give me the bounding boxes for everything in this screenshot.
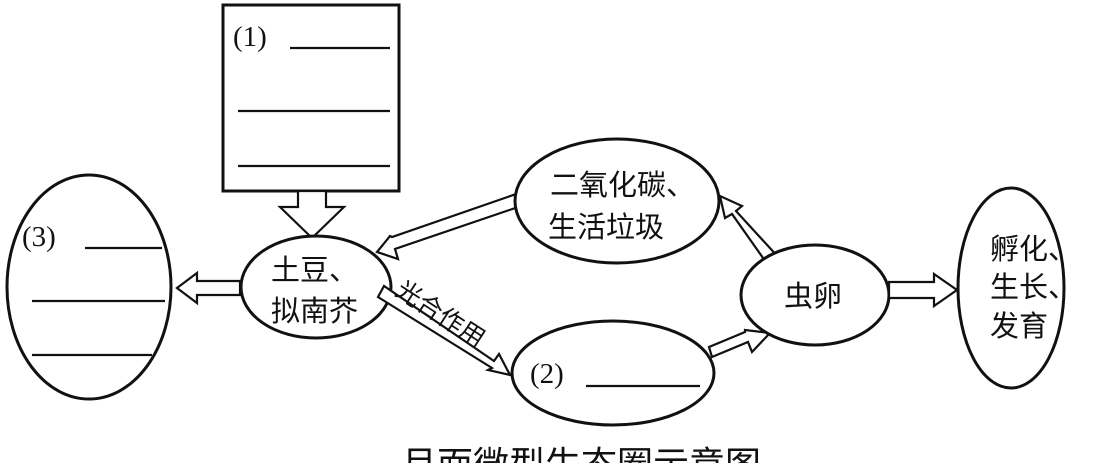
- arrow-box1-to-potato: [277, 189, 347, 240]
- oval-2: (2): [510, 319, 716, 427]
- oval-2-label: (2): [530, 358, 564, 390]
- arrow-potato-to-oval2: [376, 284, 513, 377]
- insect-eggs-label: 虫卵: [784, 279, 842, 313]
- potato-node-line1: 土豆、: [271, 253, 358, 287]
- arrow-oval2-to-eggs: [707, 328, 773, 359]
- hatching-line3: 发育: [990, 309, 1048, 343]
- potato-node: 土豆、 拟南芥: [239, 234, 393, 340]
- co2-garbage-line1: 二氧化碳、: [550, 168, 695, 202]
- arrow-potato-to-oval3: [175, 270, 242, 306]
- box-1: (1): [221, 3, 401, 193]
- arrow-eggs-to-hatching: [887, 271, 959, 309]
- arrow-co2-to-potato: [375, 190, 529, 261]
- arrow-eggs-to-co2: [718, 194, 782, 267]
- hatching-line2: 生长、: [990, 270, 1077, 304]
- oval-3: (3): [5, 173, 173, 401]
- oval-3-label: (3): [22, 221, 56, 253]
- co2-garbage-node: 二氧化碳、 生活垃圾: [513, 137, 721, 265]
- potato-node-line2: 拟南芥: [271, 294, 358, 328]
- box-1-label: (1): [233, 21, 267, 53]
- hatching-node: 孵化、 生长、 发育: [956, 186, 1077, 390]
- insect-eggs-node: 虫卵: [739, 243, 891, 347]
- diagram-caption: 月面微型生态圈示意图: [401, 445, 761, 463]
- co2-garbage-line2: 生活垃圾: [548, 210, 664, 244]
- hatching-line1: 孵化、: [990, 232, 1077, 266]
